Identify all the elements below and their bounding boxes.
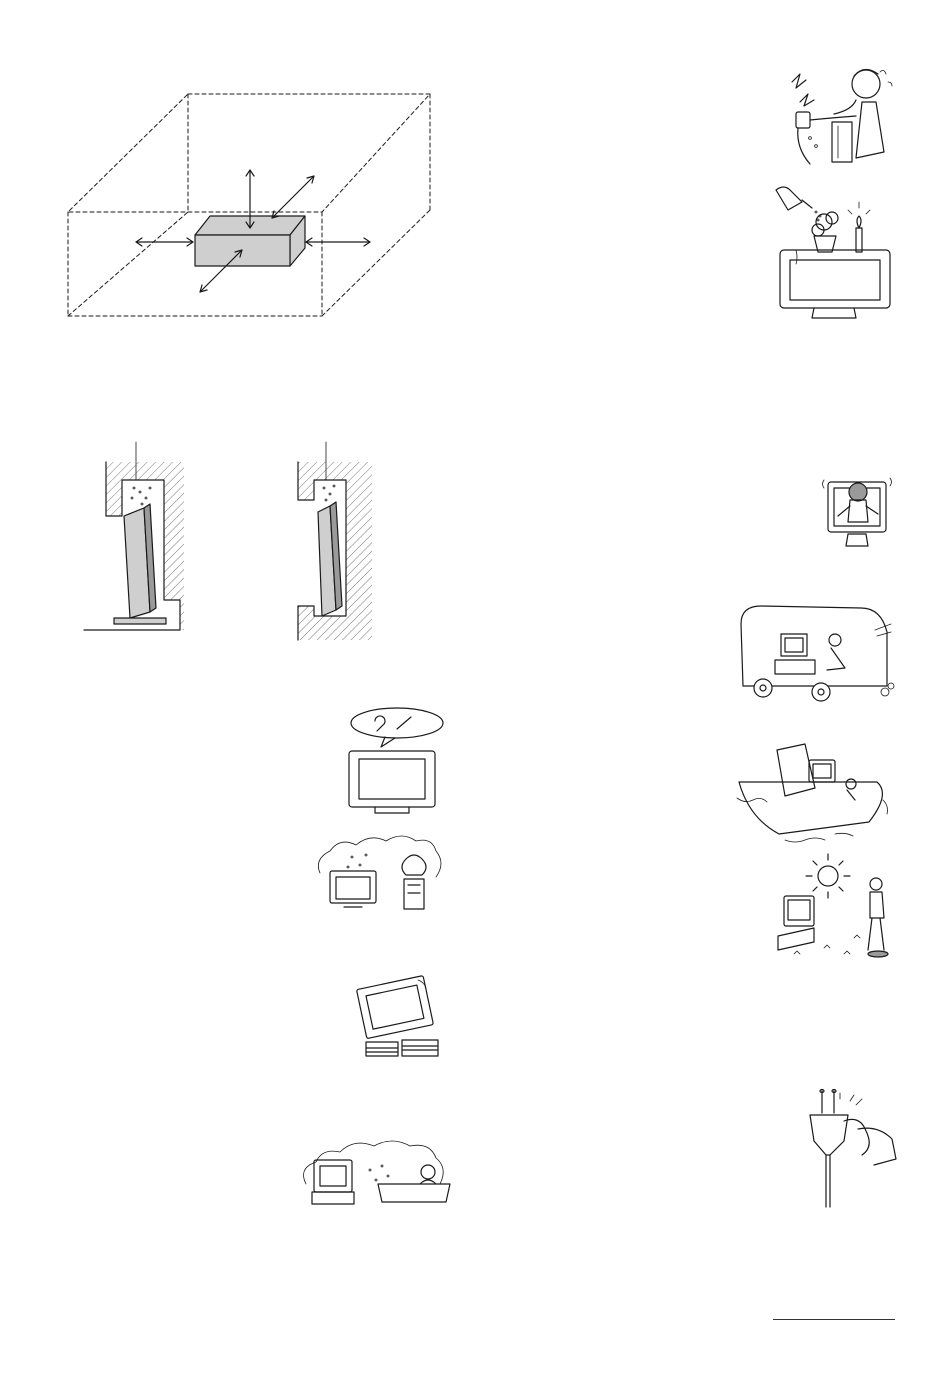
tv-water-candle-icon [766, 178, 896, 326]
ventilation-clearance-diagram [60, 90, 440, 325]
tv-in-wall-recess-mounted [296, 440, 376, 640]
child-on-tv-icon [820, 472, 895, 552]
clean-plug-icon [800, 1085, 900, 1210]
tv-unstable-surface-icon [348, 972, 448, 1064]
wet-hands-plug-shock-icon [780, 62, 900, 170]
footer-rule [773, 1319, 895, 1320]
tv-in-wall-recess-stand [84, 440, 204, 635]
tv-no-objects-icon [345, 705, 455, 815]
tv-bathroom-humidity-icon [300, 1140, 460, 1210]
tv-smoke-steam-icon [312, 835, 452, 915]
tv-on-boat-icon [735, 738, 895, 846]
tv-direct-sunlight-icon [774, 858, 894, 960]
tv-in-vehicle-icon [735, 600, 895, 705]
